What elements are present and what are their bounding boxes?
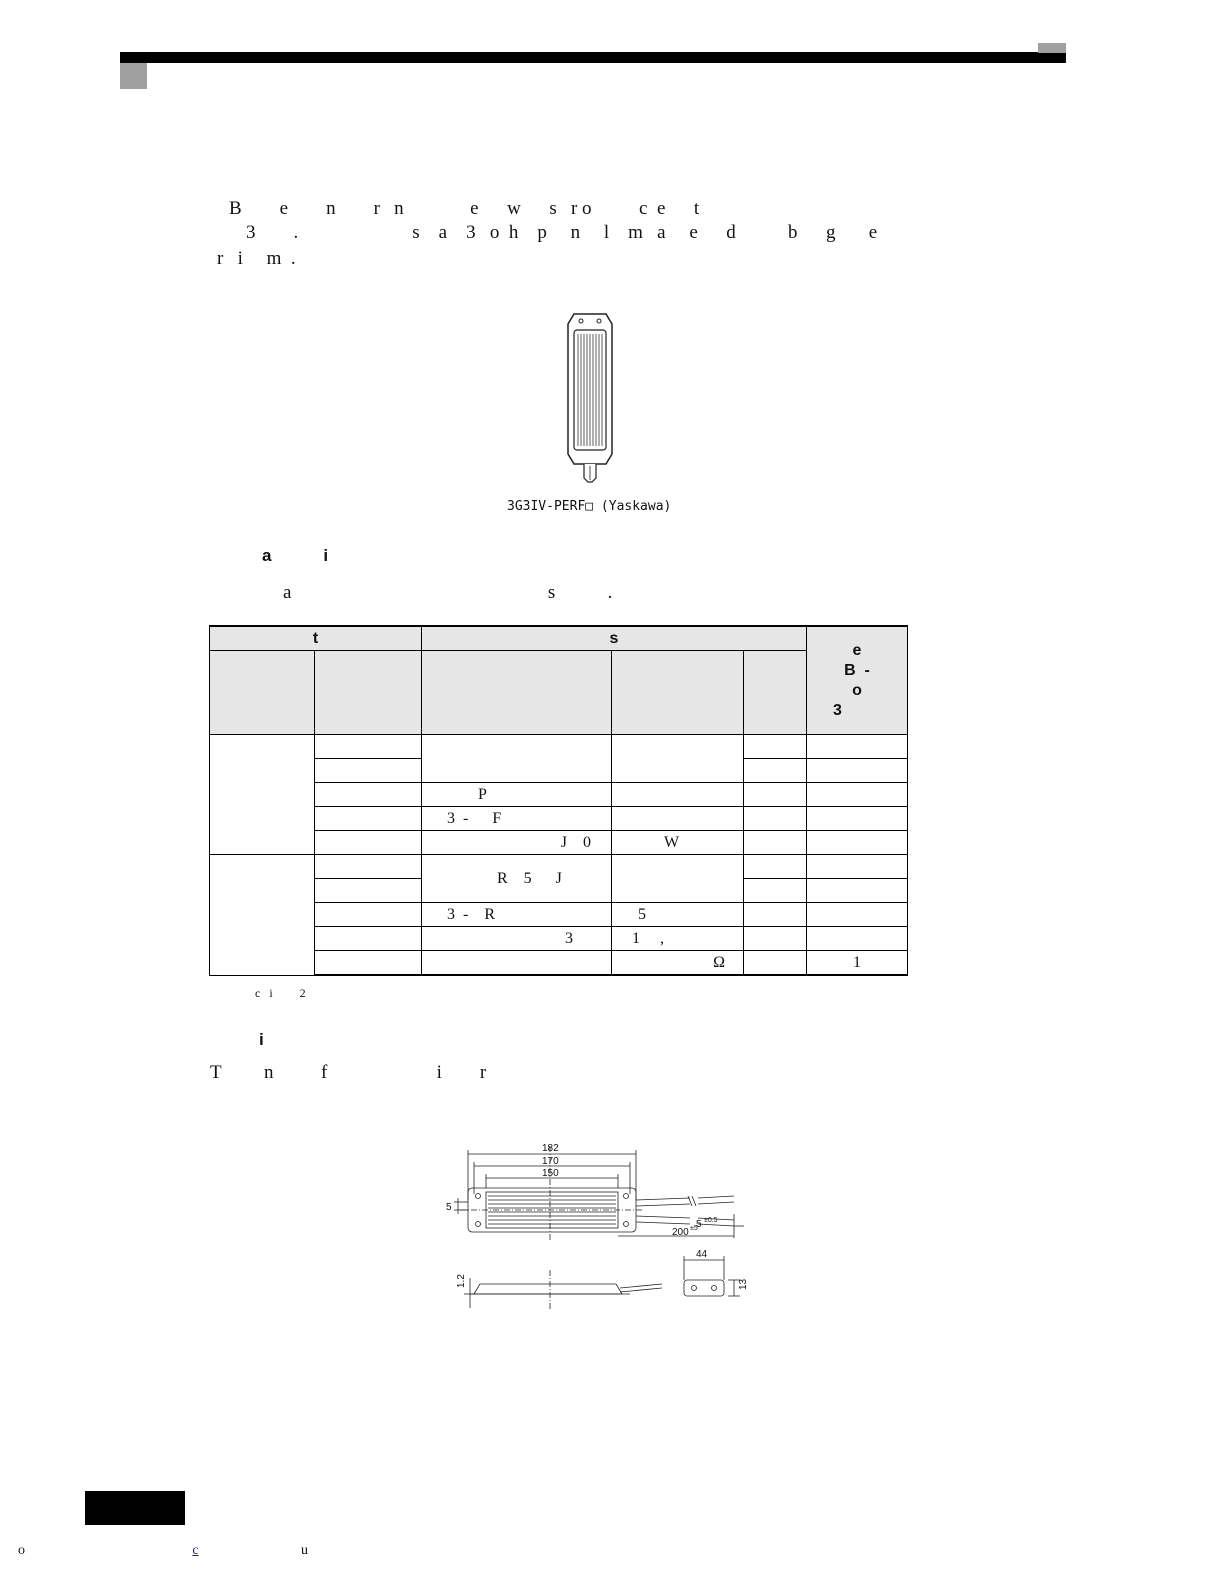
section-heading-2: i xyxy=(259,1030,264,1049)
table-cell xyxy=(806,854,908,879)
table-cell xyxy=(743,734,807,759)
dim-5-right: 5 xyxy=(696,1219,702,1230)
table-cell: J 0 xyxy=(421,830,612,855)
dimension-drawing: 182 170 150 5 200 ±5 5 ±0.5 1.2 44 13 xyxy=(446,1143,749,1310)
table-cell: 3 - R xyxy=(421,902,612,927)
table-cell xyxy=(421,950,612,976)
table-subheader xyxy=(743,650,807,735)
table-row: P xyxy=(210,782,908,807)
dim-170: 170 xyxy=(542,1156,559,1167)
table-cell xyxy=(806,878,908,903)
table-cell: 1 , xyxy=(611,926,744,951)
table-row: 3 - F xyxy=(210,806,908,831)
table-subheader xyxy=(314,650,422,735)
table-header-group-1: t xyxy=(209,625,422,651)
intro-line-2: 3 . s a 3 o h p n l m a e d b g e xyxy=(246,222,878,243)
table-cell xyxy=(743,854,807,879)
footer-text-left: o xyxy=(18,1543,25,1558)
table-cell xyxy=(743,926,807,951)
table-cell xyxy=(806,806,908,831)
header-line-1: e xyxy=(852,641,862,659)
table-cell xyxy=(806,782,908,807)
table-cell xyxy=(743,782,807,807)
dim-150: 150 xyxy=(542,1168,559,1179)
table-cell xyxy=(743,950,807,976)
table-cell xyxy=(611,782,744,807)
table-cell xyxy=(806,926,908,951)
header-tab-left xyxy=(120,63,147,89)
table-cell xyxy=(743,758,807,783)
header-line-4: 3 xyxy=(833,701,842,719)
table-cell xyxy=(421,734,612,783)
table-cell: 5 xyxy=(611,902,744,927)
table-cell xyxy=(314,854,422,879)
table-row: 3 1 , xyxy=(210,926,908,951)
dim-5-tol: ±0.5 xyxy=(704,1217,718,1224)
table-cell: P xyxy=(421,782,612,807)
table-row xyxy=(209,734,908,855)
table-cell xyxy=(314,734,422,759)
table-cell xyxy=(743,806,807,831)
table-row: R 5 J xyxy=(209,854,908,976)
table-cell xyxy=(806,758,908,783)
header-line-2: B - xyxy=(844,661,870,679)
table-cell: 3 - F xyxy=(421,806,612,831)
table-cell xyxy=(314,878,422,903)
table-subheader xyxy=(421,650,612,735)
table-cell-group-1 xyxy=(209,734,315,855)
dim-182: 182 xyxy=(542,1143,559,1154)
table-subheader xyxy=(209,650,315,735)
table-cell xyxy=(314,926,422,951)
table-header-group-2: s xyxy=(421,625,807,651)
table-cell xyxy=(314,806,422,831)
header-tab-right xyxy=(1038,43,1066,53)
intro-line-1: B e n r n e w s r o c e t xyxy=(229,198,700,219)
section-heading-1: a i xyxy=(262,546,329,565)
table-subheader xyxy=(611,650,744,735)
table-cell xyxy=(314,950,422,976)
footer-text-right: u xyxy=(301,1543,308,1558)
table-cell xyxy=(743,902,807,927)
dim-1-2: 1.2 xyxy=(456,1274,467,1288)
table-row: J 0 W xyxy=(210,830,908,855)
section-body-2: T n f i r xyxy=(210,1062,487,1083)
table-cell-group-2 xyxy=(209,854,315,976)
table-cell xyxy=(743,878,807,903)
table-row: 3 - R 5 xyxy=(210,902,908,927)
table-header-col6: e B - o 3 xyxy=(806,625,908,735)
table-cell: W xyxy=(611,830,744,855)
resistor-illustration xyxy=(567,313,613,483)
table-note: c i 2 xyxy=(255,986,306,1000)
footer-page-box xyxy=(85,1491,185,1525)
table-cell xyxy=(314,830,422,855)
table-cell: 3 xyxy=(421,926,612,951)
table-cell xyxy=(314,782,422,807)
dim-200-tol: ±5 xyxy=(690,1225,698,1232)
table-cell: 1 xyxy=(806,950,908,976)
spec-table: t s e B - o 3 P 3 - xyxy=(209,625,908,976)
table-row: Ω 1 xyxy=(210,950,908,976)
table-cell xyxy=(611,734,744,783)
table-cell xyxy=(806,902,908,927)
dim-13: 13 xyxy=(738,1278,749,1290)
dim-5-left: 5 xyxy=(446,1202,452,1213)
figure-caption: 3G3IV-PERF□ (Yaskawa) xyxy=(507,499,672,514)
table-cell: R 5 J xyxy=(421,854,612,903)
intro-line-3: r i m . xyxy=(217,248,296,269)
table-cell xyxy=(806,830,908,855)
table-cell xyxy=(314,902,422,927)
table-row xyxy=(210,878,908,903)
table-cell xyxy=(314,758,422,783)
footer-link[interactable]: c xyxy=(192,1543,199,1558)
header-bar xyxy=(120,52,1066,63)
dim-200: 200 xyxy=(672,1227,689,1238)
table-cell: Ω xyxy=(611,950,744,976)
header-line-3: o xyxy=(852,681,862,699)
table-cell xyxy=(611,854,744,903)
table-cell xyxy=(743,830,807,855)
table-cell xyxy=(806,734,908,759)
section-body-1: a s . xyxy=(283,582,613,603)
dim-44: 44 xyxy=(696,1249,708,1260)
table-cell xyxy=(611,806,744,831)
